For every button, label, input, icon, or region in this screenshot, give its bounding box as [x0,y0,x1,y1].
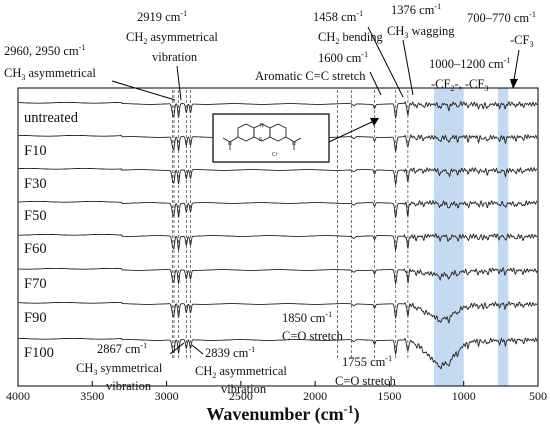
svg-text:2839 cm-1: 2839 cm-1 [205,345,255,360]
svg-text:1755 cm-1: 1755 cm-1 [342,354,392,369]
spectrum-line-untreated [18,100,538,120]
svg-text:-CF2-, -CF3: -CF2-, -CF3 [431,77,488,93]
x-tick-label-2500: 2500 [229,389,253,403]
spectrum-line-f60 [18,232,538,252]
svg-text:N: N [260,123,264,129]
shaded-region-1 [497,88,509,386]
svg-text:700–770 cm-1: 700–770 cm-1 [467,10,536,25]
svg-text:1376 cm-1: 1376 cm-1 [391,2,441,17]
svg-text:Aromatic C=C stretch: Aromatic C=C stretch [255,69,366,83]
x-axis-title: Wavenumber (cm-1) [206,402,359,425]
series-label-untreated: untreated [24,110,79,126]
svg-text:2960, 2950 cm-1: 2960, 2950 cm-1 [4,43,85,58]
x-tick-label-500: 500 [529,389,547,403]
svg-text:C=O stretch: C=O stretch [282,329,344,343]
svg-text:vibration: vibration [106,379,152,393]
svg-text:vibration: vibration [221,382,267,396]
annotation-cf3-700-770: 700–770 cm-1 -CF3 [467,10,536,89]
svg-text:CH2 asymmetrical: CH2 asymmetrical [195,364,287,380]
spectrum-line-f30 [18,166,538,186]
plot-frame [17,87,539,387]
annotation-cf2-cf3-1000-1200: 1000–1200 cm-1 -CF2-, -CF3 [429,56,510,93]
annotation-ch3-sym-2867: 2867 cm-1 CH3 symmetrical vibration [76,341,185,393]
svg-text:CH3 symmetrical: CH3 symmetrical [76,361,163,377]
x-tick-label-1000: 1000 [452,389,476,403]
annotation-ch3-asym-2960: 2960, 2950 cm-1 CH3 asymmetrical [4,43,176,101]
svg-text:CH3 wagging: CH3 wagging [387,24,455,40]
annotation-co-stretch-1850: 1850 cm-1 C=O stretch [282,310,344,343]
spectra-lines [18,100,538,370]
svg-text:1458 cm-1: 1458 cm-1 [313,9,363,24]
spectrum-line-f100 [18,336,538,370]
svg-text:1000–1200 cm-1: 1000–1200 cm-1 [429,56,510,71]
svg-text:2919 cm-1: 2919 cm-1 [137,9,187,24]
x-tick-label-4000: 4000 [6,389,30,403]
series-label-f30: F30 [24,176,47,192]
svg-text:S: S [259,137,262,143]
svg-text:CH2 asymmetrical: CH2 asymmetrical [126,30,218,46]
annotation-ch2-asym-2839: 2839 cm-1 CH2 asymmetrical vibration [191,344,287,396]
methylene-blue-structure-inset: S N N N Cl⁻ [212,113,330,163]
series-label-f70: F70 [24,276,47,292]
x-axis-ticks: 4000 3500 3000 2500 2000 1500 1000 500 [6,381,547,403]
svg-text:C=O stretch: C=O stretch [335,374,397,388]
svg-text:Cl⁻: Cl⁻ [272,152,280,158]
svg-text:-CF3: -CF3 [510,33,533,49]
svg-text:CH2 bending: CH2 bending [318,30,384,46]
x-tick-label-1500: 1500 [377,389,401,403]
inset-arrow [328,118,379,143]
series-label-f10: F10 [24,143,47,159]
spectrum-line-f50 [18,199,538,219]
svg-text:N: N [228,141,232,147]
annotation-co-stretch-1755: 1755 cm-1 C=O stretch [335,354,397,388]
svg-text:N: N [292,141,296,147]
svg-text:vibration: vibration [152,50,198,64]
x-tick-label-2000: 2000 [303,389,327,403]
x-tick-label-3000: 3000 [155,389,179,403]
annotation-ch3-wagging-1376: 1376 cm-1 CH3 wagging [387,2,455,96]
spectrum-line-f70 [18,266,538,286]
series-label-f100: F100 [24,345,54,361]
series-label-f50: F50 [24,208,47,224]
series-label-f60: F60 [24,241,47,257]
x-tick-label-3500: 3500 [80,389,104,403]
spectrum-line-f90 [18,300,538,324]
annotation-ch2-asym-2919: 2919 cm-1 CH2 asymmetrical vibration [126,9,218,101]
svg-text:1600 cm-1: 1600 cm-1 [318,50,368,65]
svg-text:2867 cm-1: 2867 cm-1 [97,341,147,356]
svg-text:CH3 asymmetrical: CH3 asymmetrical [4,66,96,82]
svg-text:1850 cm-1: 1850 cm-1 [282,310,332,325]
annotation-ch2-bending-aromatic: 1458 cm-1 CH2 bending 1600 cm-1 Aromatic… [255,9,404,98]
series-label-f90: F90 [24,310,47,326]
